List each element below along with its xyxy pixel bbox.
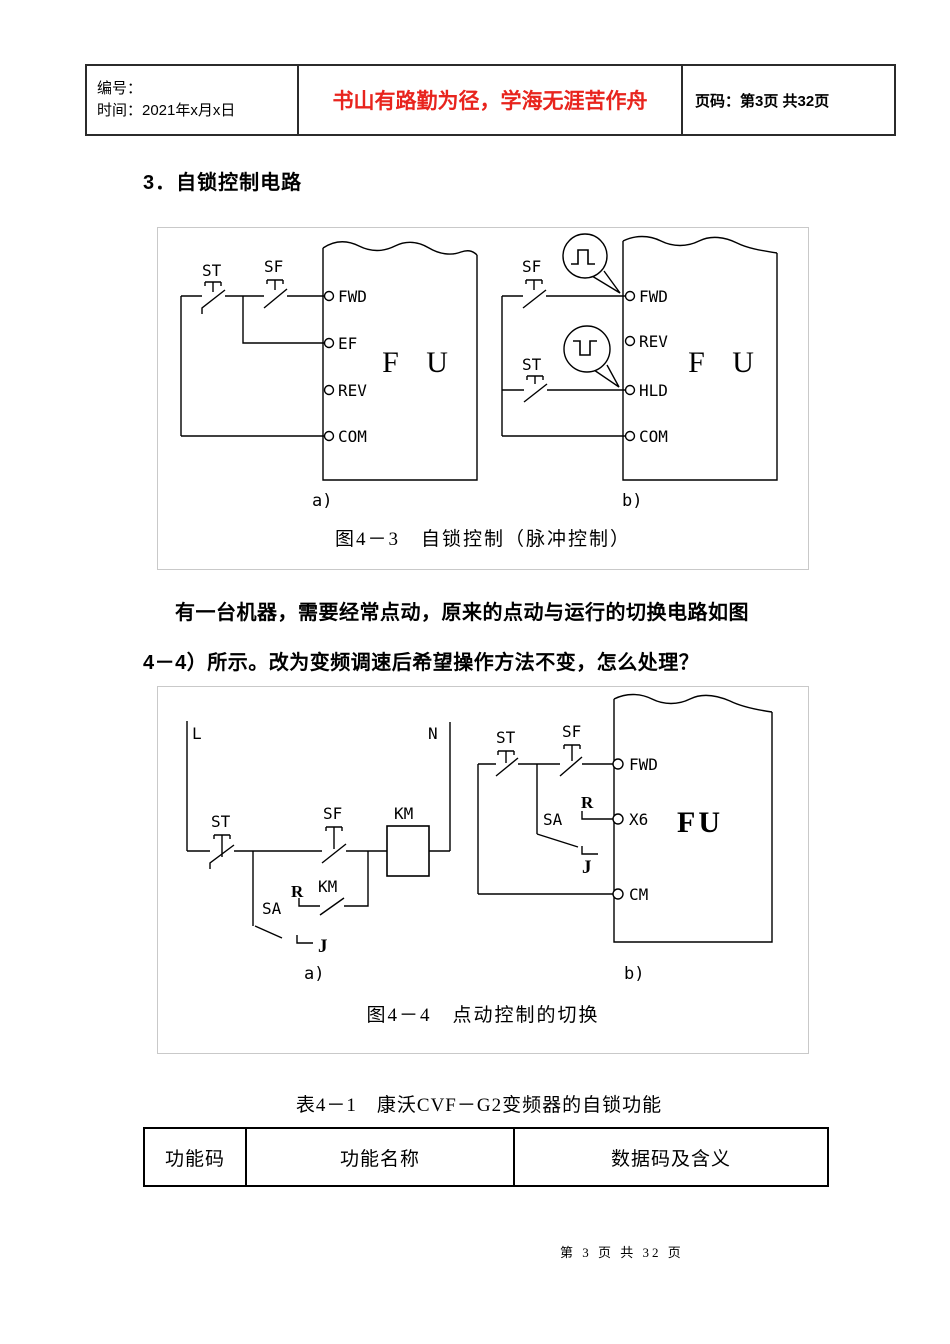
col-header-function-code: 功能码 bbox=[143, 1127, 247, 1187]
figure-4-3-caption: 图4－3 自锁控制（脉冲控制） bbox=[334, 529, 631, 550]
position-label-j: J bbox=[318, 936, 328, 957]
terminal-label-ef: EF bbox=[338, 334, 357, 353]
terminal-label-x6: X6 bbox=[629, 810, 648, 829]
power-label-l: L bbox=[192, 724, 202, 743]
position-label-r: R bbox=[291, 882, 304, 901]
terminal-label-rev: REV bbox=[639, 332, 668, 351]
terminal-label-fwd: FWD bbox=[639, 287, 668, 306]
figure-4-3: ST SF FWD EF REV COM F U a) bbox=[157, 227, 809, 570]
switch-label-st: ST bbox=[202, 261, 222, 280]
device-label-fu: F U bbox=[382, 346, 458, 379]
subfig-a-label: a) bbox=[304, 964, 324, 984]
switch-label-sf: SF bbox=[264, 257, 283, 276]
switch-label-st: ST bbox=[522, 355, 542, 374]
terminal-label-com: COM bbox=[639, 427, 668, 446]
header-page-cell: 页码：第3页 共32页 bbox=[681, 64, 896, 136]
position-label-j: J bbox=[582, 857, 592, 878]
switch-label-st: ST bbox=[496, 728, 516, 747]
negative-pulse-icon bbox=[573, 340, 597, 356]
power-label-n: N bbox=[428, 724, 438, 743]
terminal-label-fwd: FWD bbox=[338, 287, 367, 306]
switch-label-sf: SF bbox=[522, 257, 541, 276]
header-table: 编号： 时间：2021年x月x日 书山有路勤为径，学海无涯苦作舟 页码：第3页 … bbox=[85, 64, 896, 136]
switch-label-sf: SF bbox=[562, 722, 581, 741]
terminal-label-cm: CM bbox=[629, 885, 648, 904]
header-slogan-cell: 书山有路勤为径，学海无涯苦作舟 bbox=[297, 64, 683, 136]
circuit-diagram-4-3: ST SF FWD EF REV COM F U a) bbox=[180, 233, 778, 511]
selector-label-sa: SA bbox=[262, 899, 282, 918]
subfig-a-label: a) bbox=[312, 491, 332, 511]
terminal-label-rev: REV bbox=[338, 381, 367, 400]
section-heading: 3．自锁控制电路 bbox=[143, 172, 303, 194]
circuit-diagram-4-4: L N ST SF KM R KM SA J a) bbox=[186, 693, 773, 984]
figure-4-4: L N ST SF KM R KM SA J a) bbox=[157, 686, 809, 1054]
doc-number-label: 编号： bbox=[97, 80, 143, 97]
footer-page-number: 第 3 页 共 32 页 bbox=[560, 1245, 684, 1260]
switch-label-sf: SF bbox=[323, 804, 342, 823]
coil-label-km: KM bbox=[394, 804, 413, 823]
body-paragraph-line2: 4－4）所示。改为变频调速后希望操作方法不变，怎么处理？ bbox=[143, 652, 700, 674]
subfig-b-label: b) bbox=[624, 964, 644, 984]
switch-label-st: ST bbox=[211, 812, 231, 831]
device-label-fu: FU bbox=[677, 806, 723, 839]
col-header-function-name: 功能名称 bbox=[245, 1127, 515, 1187]
terminal-label-fwd: FWD bbox=[629, 755, 658, 774]
position-label-r: R bbox=[581, 793, 594, 812]
subfig-b-label: b) bbox=[622, 491, 642, 511]
page-number-label: 页码：第3页 共32页 bbox=[695, 92, 830, 110]
body-paragraph-line1: 有一台机器，需要经常点动，原来的点动与运行的切换电路如图 bbox=[175, 602, 749, 624]
header-left-cell: 编号： 时间：2021年x月x日 bbox=[85, 64, 299, 136]
positive-pulse-icon bbox=[571, 249, 595, 265]
selector-label-sa: SA bbox=[543, 810, 563, 829]
function-table: 功能码 功能名称 数据码及含义 bbox=[143, 1127, 829, 1187]
device-label-fu: F U bbox=[688, 346, 764, 379]
contact-label-km: KM bbox=[318, 877, 337, 896]
figure-4-4-caption: 图4－4 点动控制的切换 bbox=[366, 1005, 600, 1026]
terminal-label-hld: HLD bbox=[639, 381, 668, 400]
terminal-label-com: COM bbox=[338, 427, 367, 446]
doc-time-label: 时间：2021年x月x日 bbox=[97, 102, 236, 119]
table-4-1-title: 表4－1 康沃CVF－G2变频器的自锁功能 bbox=[295, 1095, 663, 1116]
slogan-text: 书山有路勤为径，学海无涯苦作舟 bbox=[332, 89, 648, 113]
table-header-row: 功能码 功能名称 数据码及含义 bbox=[143, 1127, 829, 1187]
col-header-data-code: 数据码及含义 bbox=[513, 1127, 829, 1187]
